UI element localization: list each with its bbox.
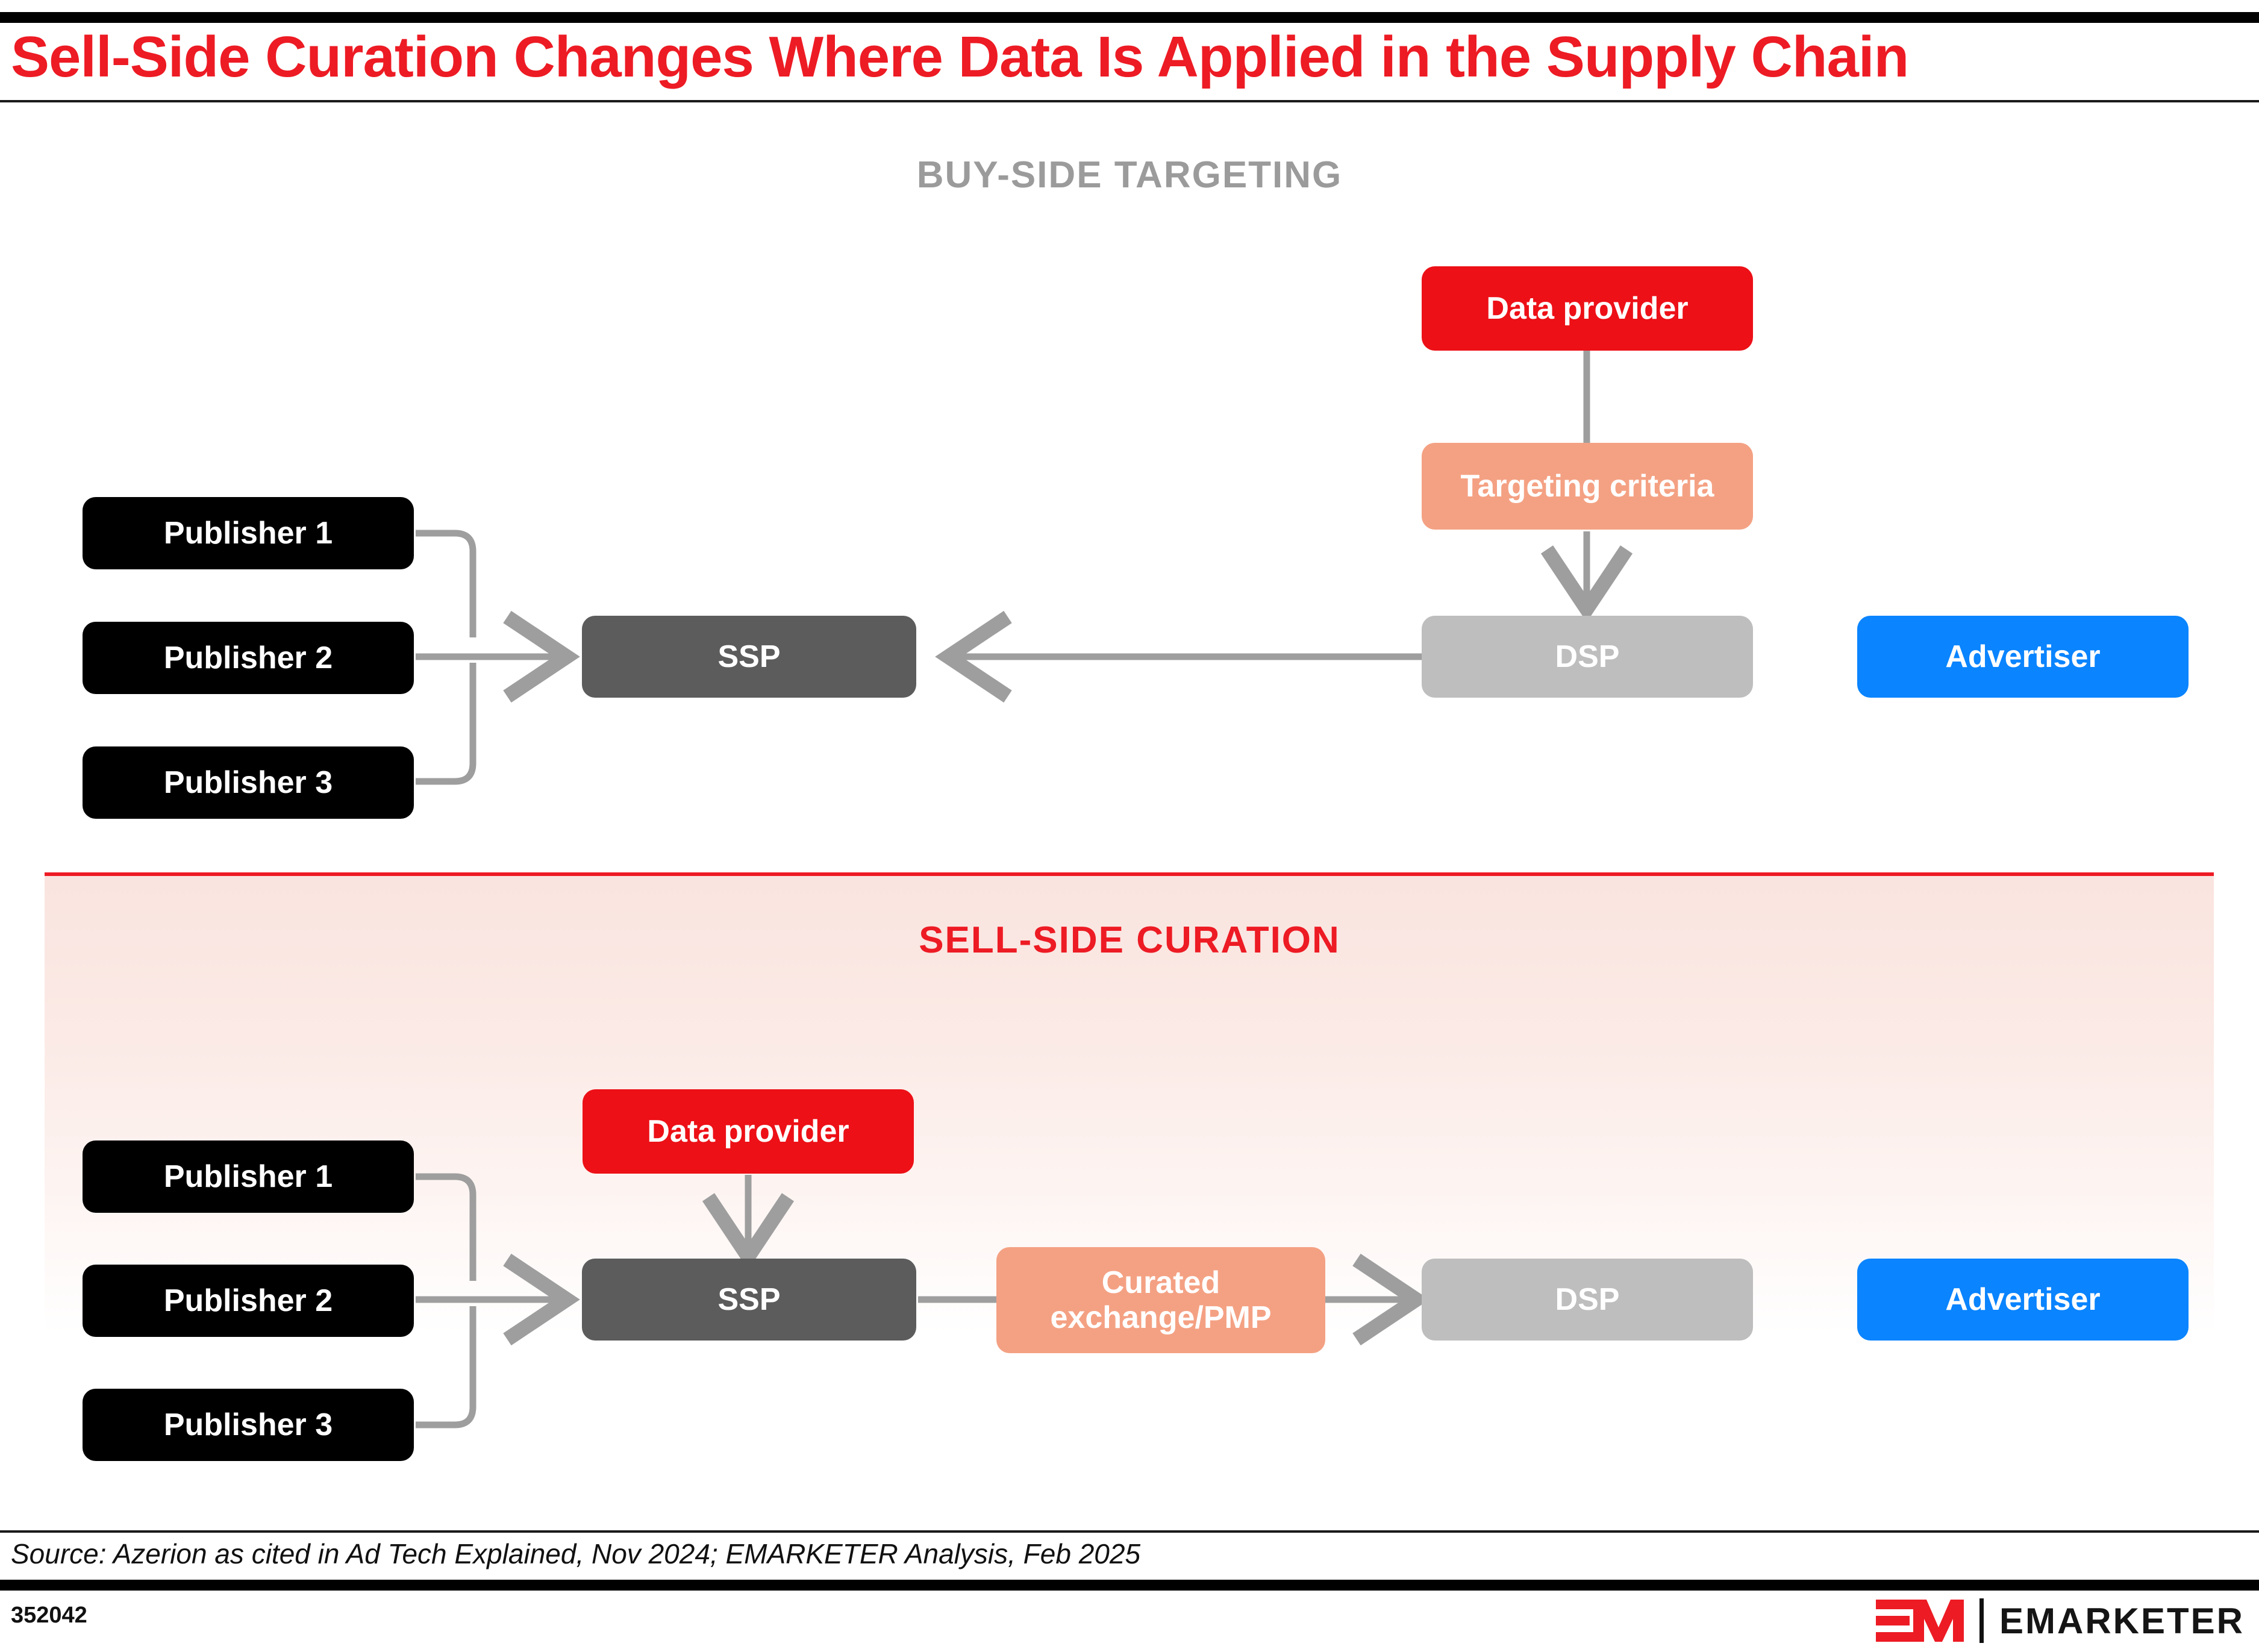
buy-advertiser-label: Advertiser: [1945, 639, 2101, 674]
figure-id: 352042: [11, 1603, 87, 1628]
buy-targeting-criteria-node[interactable]: Targeting criteria: [1422, 443, 1753, 530]
sell-publisher-2-label: Publisher 2: [163, 1283, 333, 1318]
logo-divider: [1979, 1598, 1984, 1643]
sell-dsp-node[interactable]: DSP: [1422, 1259, 1753, 1341]
top-publishers-to-ssp-connector: [416, 530, 580, 785]
sell-publisher-2-node[interactable]: Publisher 2: [83, 1265, 414, 1337]
sell-data-provider-label: Data provider: [647, 1113, 849, 1149]
buy-publisher-2-label: Publisher 2: [163, 640, 333, 675]
buy-targeting-criteria-label: Targeting criteria: [1460, 468, 1714, 504]
buy-data-provider-label: Data provider: [1486, 290, 1689, 326]
sell-publisher-1-node[interactable]: Publisher 1: [83, 1140, 414, 1213]
sell-ssp-label: SSP: [717, 1281, 781, 1317]
buy-publisher-3-node[interactable]: Publisher 3: [83, 746, 414, 819]
buy-data-provider-node[interactable]: Data provider: [1422, 266, 1753, 351]
sell-curated-exchange-label-line2: exchange/PMP: [1050, 1300, 1272, 1335]
sell-advertiser-node[interactable]: Advertiser: [1857, 1259, 2189, 1341]
sell-curated-exchange-node[interactable]: Curated exchange/PMP: [996, 1247, 1325, 1353]
buy-dsp-node[interactable]: DSP: [1422, 616, 1753, 698]
source-divider-rule: [0, 1530, 2259, 1533]
sell-publisher-3-label: Publisher 3: [163, 1407, 333, 1442]
buy-ssp-node[interactable]: SSP: [582, 616, 916, 698]
sell-curated-exchange-label-line1: Curated: [1101, 1265, 1220, 1300]
title-divider-rule: [0, 100, 2259, 102]
page-title: Sell-Side Curation Changes Where Data Is…: [11, 25, 1909, 89]
emarketer-logo: EMARKETER: [1875, 1597, 2245, 1645]
sell-advertiser-label: Advertiser: [1945, 1281, 2101, 1317]
buy-side-heading: BUY-SIDE TARGETING: [916, 154, 1343, 196]
sell-ssp-node[interactable]: SSP: [582, 1259, 916, 1341]
buy-dsp-label: DSP: [1555, 639, 1620, 674]
em-monogram-icon: [1875, 1600, 1964, 1642]
source-note: Source: Azerion as cited in Ad Tech Expl…: [11, 1538, 1141, 1569]
footer-black-bar: [0, 1580, 2259, 1591]
buy-publisher-1-node[interactable]: Publisher 1: [83, 497, 414, 569]
buy-publisher-2-node[interactable]: Publisher 2: [83, 622, 414, 694]
sell-data-provider-node[interactable]: Data provider: [583, 1089, 914, 1174]
sell-dsp-label: DSP: [1555, 1281, 1620, 1317]
buy-publisher-1-label: Publisher 1: [163, 515, 333, 551]
sell-side-heading: SELL-SIDE CURATION: [919, 919, 1340, 961]
buy-advertiser-node[interactable]: Advertiser: [1857, 616, 2189, 698]
buy-publisher-3-label: Publisher 3: [163, 765, 333, 800]
buy-ssp-label: SSP: [717, 639, 781, 674]
top-black-bar: [0, 12, 2259, 23]
sell-publisher-3-node[interactable]: Publisher 3: [83, 1389, 414, 1461]
emarketer-wordmark: EMARKETER: [1999, 1600, 2245, 1641]
sell-publisher-1-label: Publisher 1: [163, 1159, 333, 1194]
